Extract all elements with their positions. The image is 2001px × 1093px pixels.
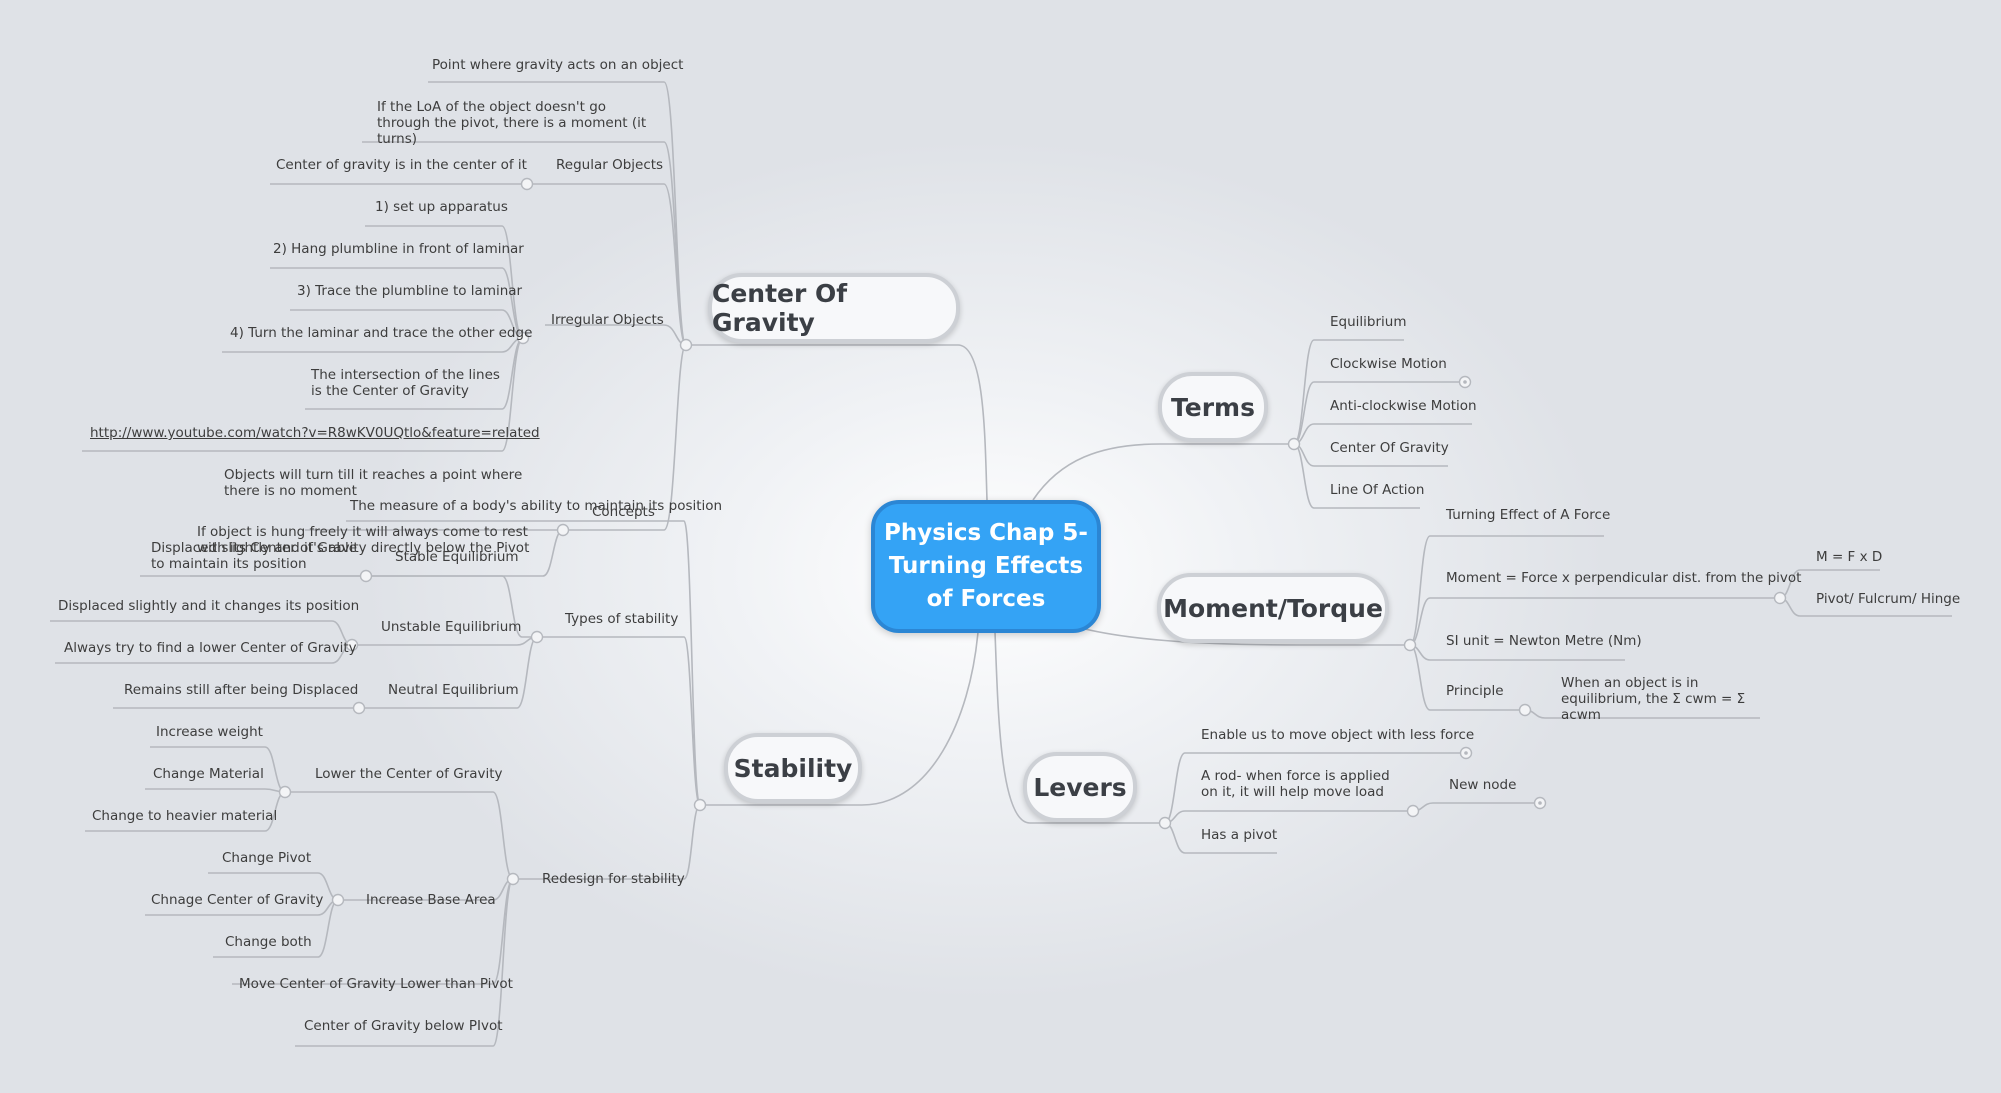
topic-moment-torque[interactable]: Moment/Torque xyxy=(1157,573,1389,643)
cog-point-node[interactable]: Point where gravity acts on an object xyxy=(432,57,684,73)
cog-hung-freely-node[interactable]: If object is hung freely it will always … xyxy=(197,524,530,556)
stability-base-node[interactable]: Increase Base Area xyxy=(366,892,496,908)
levers-new-node[interactable]: New node xyxy=(1449,777,1517,793)
moment-turning-node[interactable]: Turning Effect of A Force xyxy=(1446,507,1611,523)
stability-base-child-node[interactable]: Change Pivot xyxy=(222,850,312,866)
levers-rod-node[interactable]: A rod- when force is applied on it, it w… xyxy=(1201,768,1390,800)
stability-below-node[interactable]: Center of Gravity below PIvot xyxy=(304,1018,503,1034)
levers-pivot-node[interactable]: Has a pivot xyxy=(1201,827,1278,843)
central-topic[interactable]: Physics Chap 5- Turning Effects of Force… xyxy=(871,500,1101,633)
topic-label: Center Of Gravity xyxy=(712,279,848,337)
topic-terms[interactable]: Terms xyxy=(1158,372,1268,442)
cog-regular-objects-node[interactable]: Regular Objects xyxy=(556,157,664,173)
stability-unstable-child-node[interactable]: Displaced slightly and it changes its po… xyxy=(58,598,360,614)
cog-step-node[interactable]: 3) Trace the plumbline to laminar xyxy=(297,283,523,299)
cog-video-link[interactable]: http://www.youtube.com/watch?v=R8wKV0UQt… xyxy=(90,425,540,441)
topic-center-of-gravity[interactable]: Center Of Gravity xyxy=(708,273,960,343)
stability-lower-child-node[interactable]: Change to heavier material xyxy=(92,808,278,824)
stability-unstable-node[interactable]: Unstable Equilibrium xyxy=(381,619,522,635)
cog-step-node[interactable]: 2) Hang plumbline in front of laminar xyxy=(273,241,524,257)
stability-stable-child-node[interactable]: Displaced slightly and it's able to main… xyxy=(151,540,358,572)
stability-base-child-node[interactable]: Chnage Center of Gravity xyxy=(151,892,324,908)
topic-levers[interactable]: Levers xyxy=(1023,752,1137,822)
stability-unstable-child-node[interactable]: Always try to find a lower Center of Gra… xyxy=(64,640,357,656)
terms-item[interactable]: Equilibrium xyxy=(1330,314,1407,330)
stability-lower-node[interactable]: Lower the Center of Gravity xyxy=(315,766,503,782)
terms-item[interactable]: Anti-clockwise Motion xyxy=(1330,398,1477,414)
stability-types-node[interactable]: Types of stability xyxy=(565,611,679,627)
terms-item[interactable]: Clockwise Motion xyxy=(1330,356,1447,372)
stability-lower-child-node[interactable]: Change Material xyxy=(153,766,264,782)
cog-step-node[interactable]: 4) Turn the laminar and trace the other … xyxy=(230,325,533,341)
stability-redesign-node[interactable]: Redesign for stability xyxy=(542,871,685,887)
terms-item[interactable]: Center Of Gravity xyxy=(1330,440,1449,456)
stability-measure-node[interactable]: The measure of a body's ability to maint… xyxy=(350,498,723,514)
moment-formula-child-node[interactable]: Pivot/ Fulcrum/ Hinge xyxy=(1816,591,1961,607)
cog-irregular-objects-node[interactable]: Irregular Objects xyxy=(551,312,664,328)
stability-lower-child-node[interactable]: Increase weight xyxy=(156,724,263,740)
terms-item[interactable]: Line Of Action xyxy=(1330,482,1425,498)
topic-stability[interactable]: Stability xyxy=(724,733,862,803)
topic-label: Moment/Torque xyxy=(1163,593,1383,623)
topic-label: Levers xyxy=(1033,772,1127,802)
moment-formula-child-node[interactable]: M = F x D xyxy=(1816,549,1883,565)
stability-neutral-node[interactable]: Neutral Equilibrium xyxy=(388,682,519,698)
levers-enable-node[interactable]: Enable us to move object with less force xyxy=(1201,727,1475,743)
cog-loa-node[interactable]: If the LoA of the object doesn't go thro… xyxy=(377,99,647,147)
cog-step-node[interactable]: The intersection of the lines is the Cen… xyxy=(311,367,500,399)
moment-si-node[interactable]: SI unit = Newton Metre (Nm) xyxy=(1446,633,1642,649)
moment-principle-child-node[interactable]: When an object is in equilibrium, the Σ … xyxy=(1561,675,1746,723)
cog-step-node[interactable]: 1) set up apparatus xyxy=(375,199,508,215)
stability-move-node[interactable]: Move Center of Gravity Lower than Pivot xyxy=(239,976,513,992)
moment-principle-node[interactable]: Principle xyxy=(1446,683,1504,699)
topic-label: Stability xyxy=(733,753,853,783)
cog-regular-child-node[interactable]: Center of gravity is in the center of it xyxy=(276,157,527,173)
stability-neutral-child-node[interactable]: Remains still after being Displaced xyxy=(124,682,359,698)
central-topic-label: Physics Chap 5- Turning Effects of Force… xyxy=(884,520,1088,612)
cog-objects-turn-node[interactable]: Objects will turn till it reaches a poin… xyxy=(224,467,523,499)
cog-concepts-node[interactable]: Concepts xyxy=(592,504,655,520)
stability-stable-node[interactable]: Stable Equilibrium xyxy=(395,549,519,565)
topic-label: Terms xyxy=(1171,392,1255,422)
moment-formula-node[interactable]: Moment = Force x perpendicular dist. fro… xyxy=(1446,570,1802,586)
stability-base-child-node[interactable]: Change both xyxy=(225,934,312,950)
